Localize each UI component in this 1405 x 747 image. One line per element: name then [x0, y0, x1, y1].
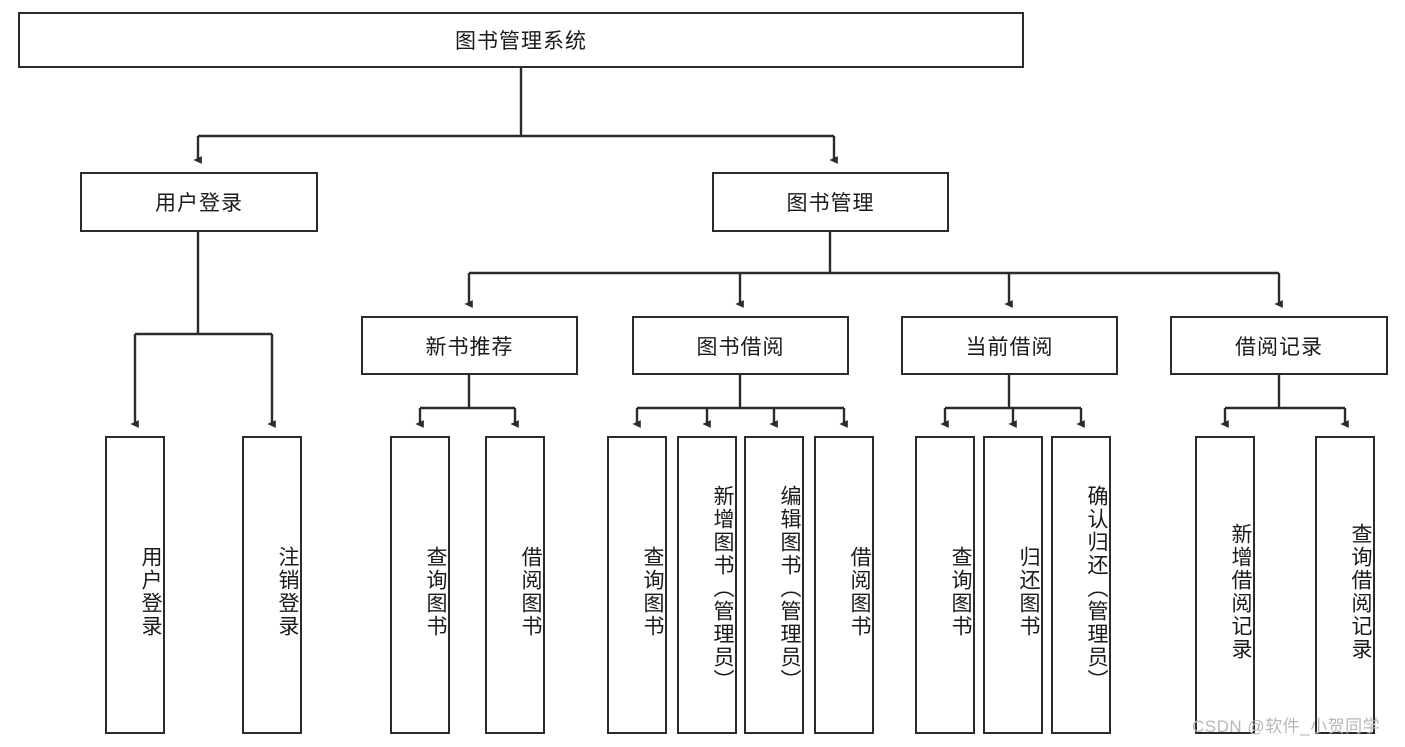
- node-label: 归还图书: [1017, 546, 1040, 638]
- leaf-user-login[interactable]: 用户登录: [105, 436, 165, 734]
- node-label: 借阅记录: [1235, 335, 1323, 359]
- node-label: 查询图书: [949, 546, 972, 638]
- node-label: 编辑图书（管理员）: [778, 484, 801, 692]
- leaf-query-book-1[interactable]: 查询图书: [390, 436, 450, 734]
- node-root-system[interactable]: 图书管理系统: [18, 12, 1024, 68]
- node-label: 查询图书: [641, 546, 664, 638]
- node-user-login[interactable]: 用户登录: [80, 172, 318, 232]
- leaf-query-book-3[interactable]: 查询图书: [915, 436, 975, 734]
- node-new-book-rec[interactable]: 新书推荐: [361, 316, 578, 375]
- leaf-add-book[interactable]: 新增图书（管理员）: [677, 436, 737, 734]
- node-label: 确认归还（管理员）: [1085, 484, 1108, 692]
- node-label: 借阅图书: [519, 546, 542, 638]
- node-label: 用户登录: [139, 546, 162, 638]
- node-label: 图书借阅: [696, 335, 785, 359]
- node-label: 用户登录: [155, 192, 243, 215]
- node-label: 新增图书（管理员）: [711, 484, 734, 692]
- csdn-watermark: CSDN @软件_小贺同学: [1192, 717, 1381, 736]
- leaf-edit-book[interactable]: 编辑图书（管理员）: [744, 436, 804, 734]
- node-borrow-record[interactable]: 借阅记录: [1170, 316, 1388, 375]
- node-label: 图书管理系统: [455, 30, 587, 53]
- node-label: 图书管理: [786, 192, 875, 215]
- node-book-manage[interactable]: 图书管理: [712, 172, 949, 232]
- leaf-query-book-2[interactable]: 查询图书: [607, 436, 667, 734]
- leaf-logout[interactable]: 注销登录: [242, 436, 302, 734]
- node-label: 查询图书: [424, 546, 447, 638]
- leaf-return-book[interactable]: 归还图书: [983, 436, 1043, 734]
- node-current-borrow[interactable]: 当前借阅: [901, 316, 1118, 375]
- leaf-query-record[interactable]: 查询借阅记录: [1315, 436, 1375, 734]
- node-label: 当前借阅: [965, 335, 1054, 359]
- node-label: 查询借阅记录: [1349, 523, 1372, 661]
- node-book-borrow[interactable]: 图书借阅: [632, 316, 849, 375]
- node-label: 注销登录: [276, 546, 299, 638]
- node-label: 新书推荐: [425, 335, 514, 359]
- leaf-borrow-book-1[interactable]: 借阅图书: [485, 436, 545, 734]
- node-label: 新增借阅记录: [1229, 523, 1252, 661]
- node-label: 借阅图书: [848, 546, 871, 638]
- leaf-confirm-return[interactable]: 确认归还（管理员）: [1051, 436, 1111, 734]
- leaf-add-record[interactable]: 新增借阅记录: [1195, 436, 1255, 734]
- leaf-borrow-book-2[interactable]: 借阅图书: [814, 436, 874, 734]
